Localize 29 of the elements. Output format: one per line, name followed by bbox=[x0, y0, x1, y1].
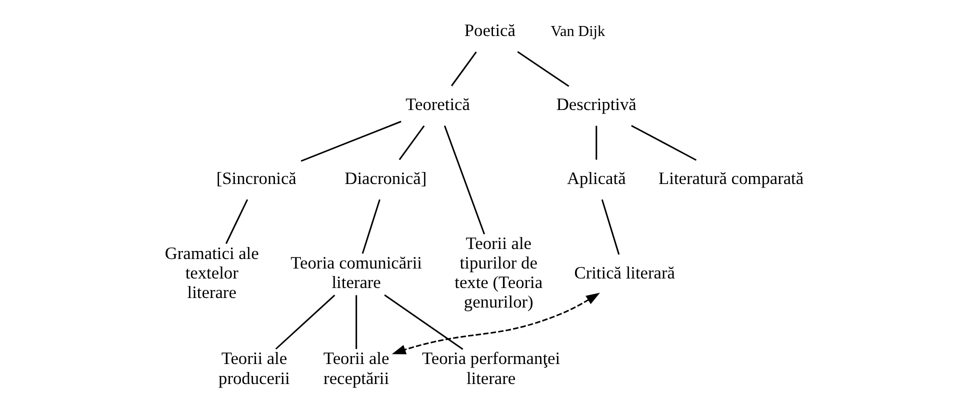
connector bbox=[384, 294, 464, 350]
node-text: Teorii ale tipurilor de texte (Teoria genurilor) bbox=[454, 234, 543, 312]
node-text: Aplicată bbox=[566, 168, 626, 188]
node-text: Teorii ale producerii bbox=[218, 349, 290, 388]
connector bbox=[596, 126, 598, 160]
arrow bbox=[392, 292, 600, 354]
connector bbox=[398, 125, 425, 160]
node-text: Critică literară bbox=[574, 263, 675, 282]
connector bbox=[601, 199, 620, 255]
node-text: Gramatici ale textelor literare bbox=[164, 244, 259, 302]
node-text: Poetică bbox=[464, 21, 516, 40]
node-text: Literatură comparată bbox=[658, 168, 804, 188]
connector bbox=[362, 199, 380, 254]
connector bbox=[275, 294, 336, 350]
node-text: Teoretică bbox=[406, 95, 470, 114]
connector bbox=[631, 124, 697, 161]
node-text: Diacronică] bbox=[344, 168, 427, 188]
connector bbox=[517, 51, 570, 87]
node-text: Teorii ale receptării bbox=[323, 349, 390, 388]
connector bbox=[444, 125, 486, 234]
node-text: Teoria performanţei literare bbox=[422, 349, 560, 388]
connector bbox=[450, 52, 477, 86]
connector bbox=[356, 295, 358, 349]
label: Van Dijk bbox=[550, 23, 606, 40]
node-text: [Sincronică bbox=[216, 168, 296, 188]
node-text: Descriptivă bbox=[556, 95, 636, 114]
connector bbox=[225, 199, 248, 244]
connector bbox=[300, 120, 402, 162]
node-text: Teoria comunicării literare bbox=[290, 254, 422, 292]
